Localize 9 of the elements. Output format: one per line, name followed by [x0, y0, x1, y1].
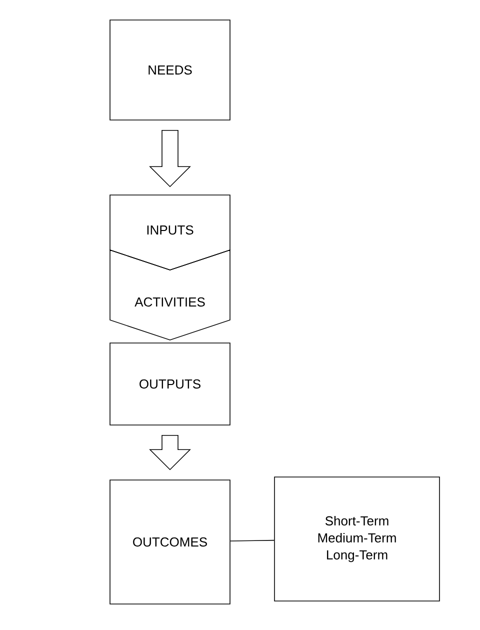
block-arrow — [149, 435, 191, 470]
process-box: NEEDS — [110, 20, 230, 120]
block-arrow — [149, 130, 191, 188]
connector-line — [230, 540, 274, 542]
process-box: ACTIVITIES — [110, 249, 230, 340]
process-box: Short-Term Medium-Term Long-Term — [274, 476, 440, 602]
process-box: OUTCOMES — [110, 480, 230, 604]
process-box: OUTPUTS — [110, 342, 230, 426]
process-box: INPUTS — [110, 194, 230, 270]
